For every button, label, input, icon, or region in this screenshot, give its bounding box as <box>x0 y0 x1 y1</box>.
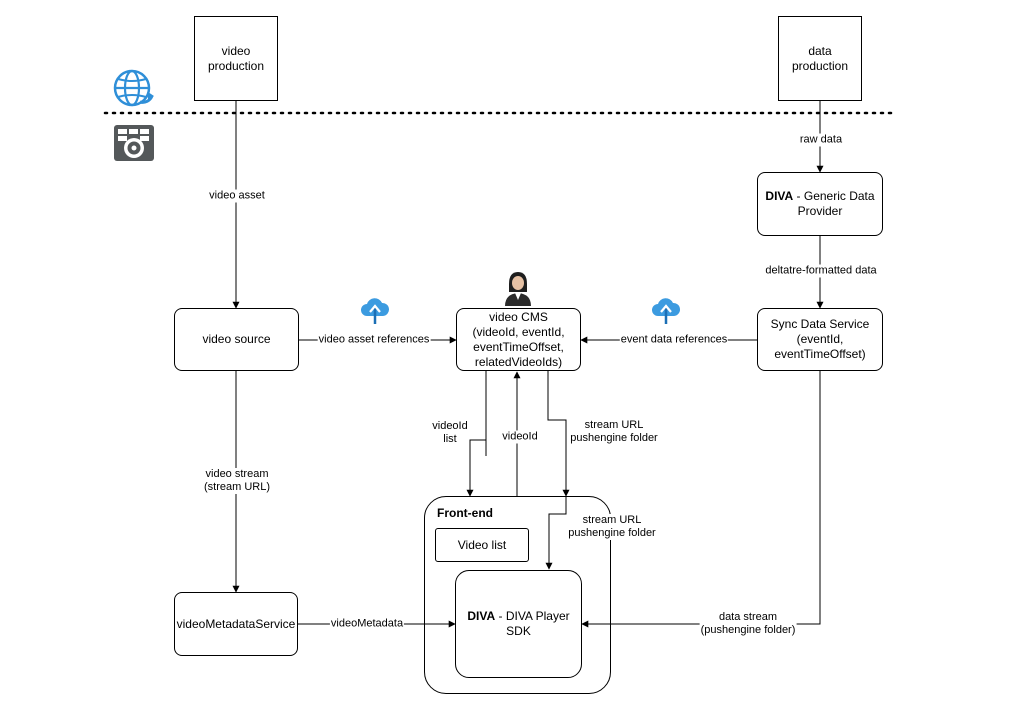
node-video-metadata-service: videoMetadataService <box>174 592 298 656</box>
label-data-stream-line1: data stream <box>718 611 778 623</box>
label-stream-url-bottom-line2: pushengine folder <box>568 527 656 539</box>
edge-stream-url-bottom <box>545 496 567 570</box>
label-deltatre-formatted-data: deltatre-formatted data <box>764 264 878 278</box>
node-video-metadata-service-label: videoMetadataService <box>176 616 296 631</box>
edge-videoid-list-path <box>466 371 487 497</box>
node-sync-data-service-line2: (eventId, <box>796 332 844 346</box>
group-front-end <box>424 496 611 694</box>
node-video-cms: video CMS (videoId, eventId, eventTimeOf… <box>456 308 581 371</box>
node-video-production-label: video production <box>207 43 265 73</box>
node-video-production: video production <box>194 16 278 101</box>
node-data-production-label: data production <box>791 43 849 73</box>
node-sync-data-service: Sync Data Service (eventId, eventTimeOff… <box>757 308 883 371</box>
node-generic-data-provider-brand: DIVA <box>765 189 794 203</box>
node-player-sdk-text: DIVA - DIVA Player SDK <box>463 609 575 639</box>
label-video-metadata: videoMetadata <box>329 617 405 631</box>
node-video-cms-line4: relatedVideoIds) <box>474 354 563 369</box>
label-raw-data: raw data <box>798 133 844 147</box>
node-sync-data-service-line1: Sync Data Service <box>770 317 870 331</box>
user-avatar-icon <box>505 272 531 306</box>
node-player-sdk: DIVA - DIVA Player SDK <box>455 570 582 678</box>
node-video-cms-line2: (videoId, eventId, <box>472 324 565 339</box>
node-sync-data-service-line3: eventTimeOffset) <box>774 347 866 361</box>
label-videoid-list-line2: list <box>443 433 457 445</box>
node-video-source: video source <box>174 308 299 371</box>
cloud-upload-icon <box>652 298 681 324</box>
node-player-sdk-label: - DIVA Player SDK <box>495 609 570 638</box>
label-stream-url-top-line1: stream URL <box>584 419 644 431</box>
node-data-production: data production <box>778 16 862 101</box>
label-stream-url-top: stream URL pushengine folder <box>569 419 658 445</box>
label-video-stream-line1: video stream <box>205 468 269 480</box>
node-video-cms-line1: video CMS <box>489 309 548 324</box>
node-generic-data-provider-label: - Generic Data Provider <box>793 189 875 218</box>
label-video-stream-line2: (stream URL) <box>203 481 271 493</box>
label-videoid-list-line1: videoId <box>432 420 468 432</box>
group-front-end-title: Front-end <box>437 506 493 520</box>
edge-stream-url-top <box>547 371 570 497</box>
label-event-data-references: event data references <box>619 333 729 347</box>
node-video-list: Video list <box>435 528 529 562</box>
node-video-source-label: video source <box>202 332 271 346</box>
node-video-cms-line3: eventTimeOffset, <box>473 339 564 354</box>
globe-refresh-icon <box>113 69 154 107</box>
cloud-upload-icon <box>361 298 390 324</box>
label-videoid-list: videoId list <box>431 420 468 446</box>
label-video-stream: video stream (stream URL) <box>202 468 272 494</box>
node-generic-data-provider-text: DIVA - Generic Data Provider <box>762 189 878 219</box>
node-video-list-label: Video list <box>457 537 507 552</box>
node-player-sdk-brand: DIVA <box>467 609 496 623</box>
node-generic-data-provider: DIVA - Generic Data Provider <box>757 172 883 236</box>
server-storage-icon <box>114 125 154 161</box>
label-stream-url-bottom: stream URL pushengine folder <box>567 514 657 540</box>
label-data-stream: data stream (pushengine folder) <box>699 611 797 637</box>
edge-data-stream <box>581 371 821 628</box>
label-video-asset-references: video asset references <box>317 333 431 347</box>
label-stream-url-top-line2: pushengine folder <box>570 432 658 444</box>
label-stream-url-bottom-line1: stream URL <box>582 514 642 526</box>
label-videoid: videoId <box>501 430 539 444</box>
label-video-asset: video asset <box>208 189 266 203</box>
label-data-stream-line2: (pushengine folder) <box>700 624 796 636</box>
